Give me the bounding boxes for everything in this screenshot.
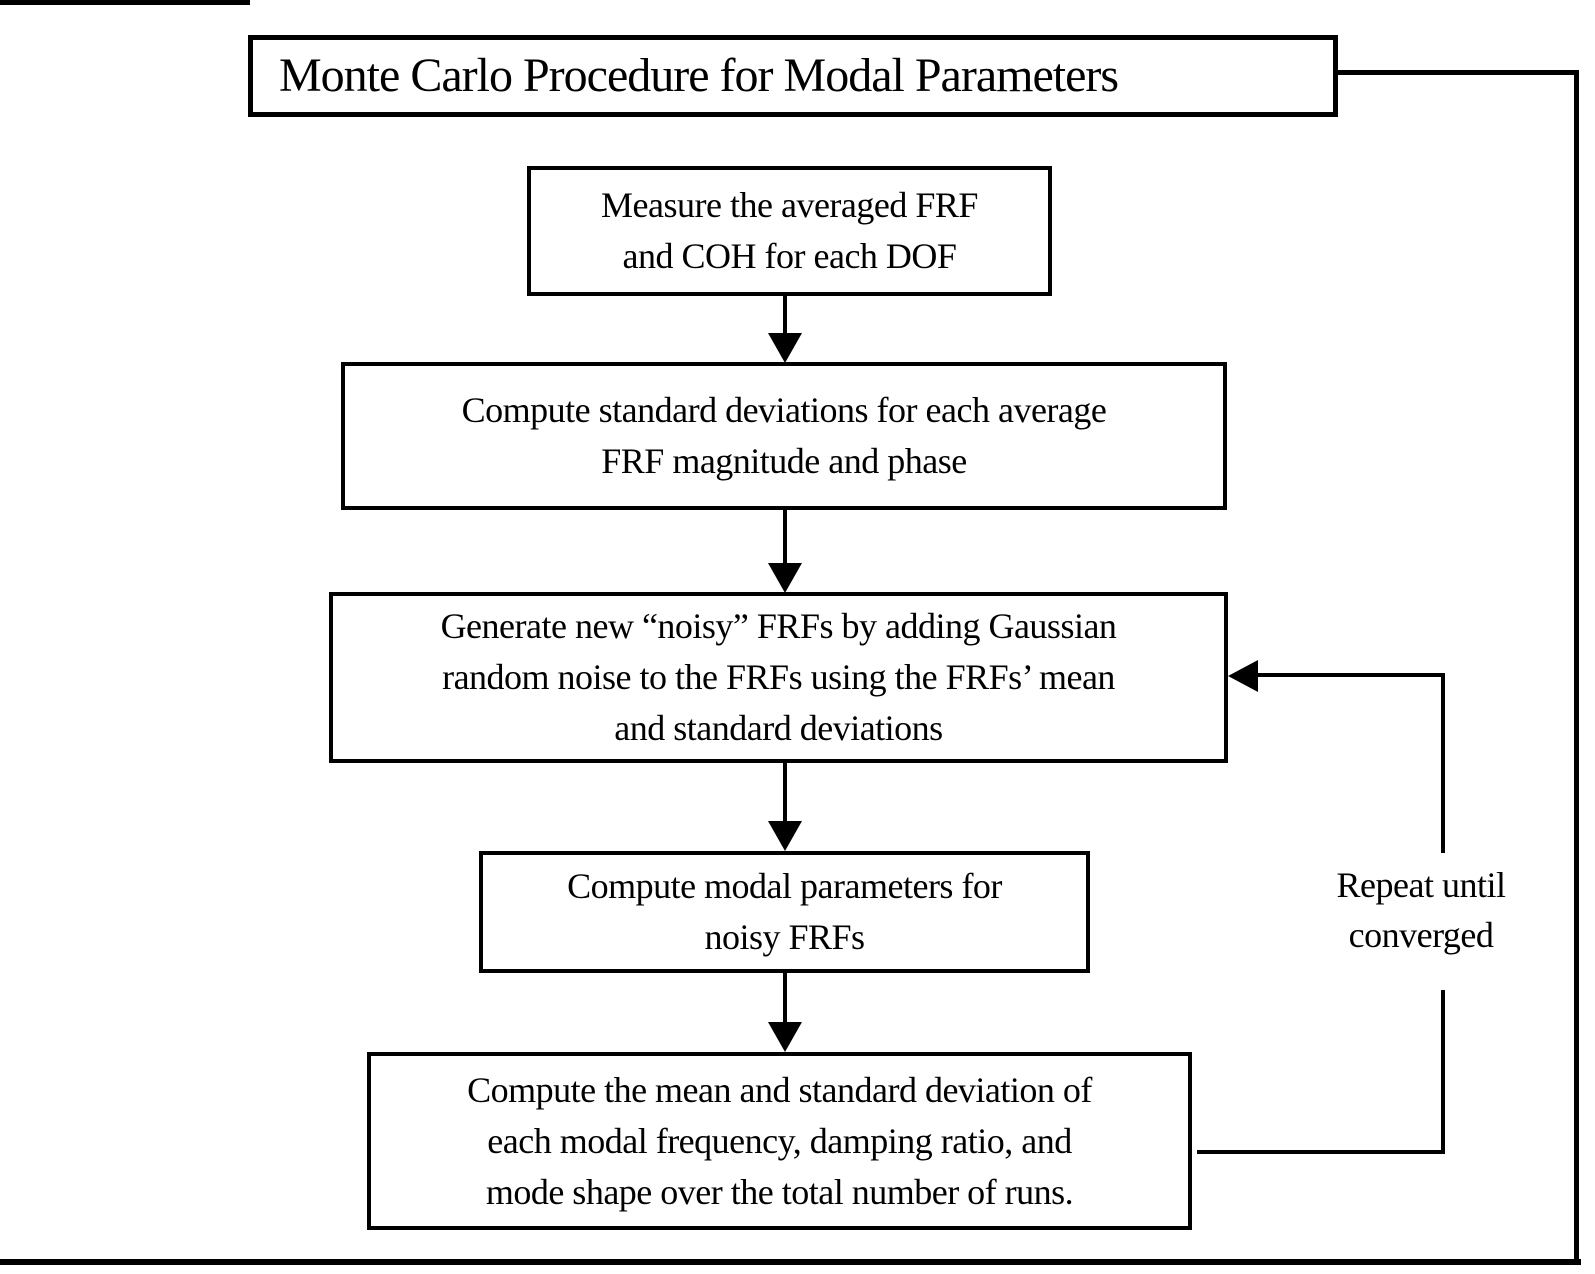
step-text-line: random noise to the FRFs using the FRFs’…: [442, 657, 1115, 697]
step-text-line: Compute the mean and standard deviation …: [467, 1069, 1092, 1110]
arrow-down-icon: [768, 333, 802, 363]
connector-line-4: [783, 973, 787, 1024]
connector-line-3: [783, 763, 787, 823]
step-box-compute-std-dev: Compute standard deviations for each ave…: [341, 362, 1227, 510]
loop-label-line: converged: [1348, 915, 1494, 955]
step-text-line: Compute standard deviations for each ave…: [461, 390, 1107, 430]
loop-line-top: [1256, 673, 1445, 677]
connector-line-1: [783, 296, 787, 335]
arrow-down-icon: [768, 563, 802, 593]
step-text-line: FRF magnitude and phase: [601, 441, 967, 481]
frame-right-border: [1574, 70, 1579, 1265]
connector-line-2: [783, 510, 787, 565]
step-text-line: Compute modal parameters for: [567, 866, 1002, 906]
step-box-compute-mean-std: Compute the mean and standard deviation …: [367, 1052, 1192, 1230]
loop-line-vertical-lower: [1441, 990, 1445, 1154]
title-box: Monte Carlo Procedure for Modal Paramete…: [248, 35, 1338, 117]
loop-line-bottom: [1197, 1150, 1445, 1154]
step-text-line: and COH for each DOF: [622, 236, 957, 276]
step-text-line: Measure the averaged FRF: [601, 185, 978, 225]
arrow-down-icon: [768, 1022, 802, 1052]
step-text-line: and standard deviations: [614, 708, 943, 748]
step-box-generate-noisy-frfs: Generate new “noisy” FRFs by adding Gaus…: [329, 592, 1228, 763]
frame-connector-right-line: [1336, 70, 1579, 75]
frame-bottom-border: [0, 1259, 1581, 1265]
loop-label: Repeat until converged: [1311, 860, 1531, 960]
loop-line-vertical-upper: [1441, 673, 1445, 853]
step-box-measure-frf: Measure the averaged FRF and COH for eac…: [527, 166, 1052, 296]
frame-connector-left-line: [0, 0, 250, 5]
flowchart-title: Monte Carlo Procedure for Modal Paramete…: [279, 49, 1119, 102]
step-text-line: each modal frequency, damping ratio, and: [487, 1120, 1072, 1161]
arrow-left-icon: [1228, 660, 1258, 692]
arrow-down-icon: [768, 821, 802, 851]
step-text-line: noisy FRFs: [704, 917, 865, 957]
step-text-line: mode shape over the total number of runs…: [485, 1171, 1074, 1212]
step-text-line: Generate new “noisy” FRFs by adding Gaus…: [440, 606, 1117, 646]
step-box-compute-modal-params: Compute modal parameters for noisy FRFs: [479, 851, 1090, 973]
loop-label-line: Repeat until: [1336, 865, 1506, 905]
